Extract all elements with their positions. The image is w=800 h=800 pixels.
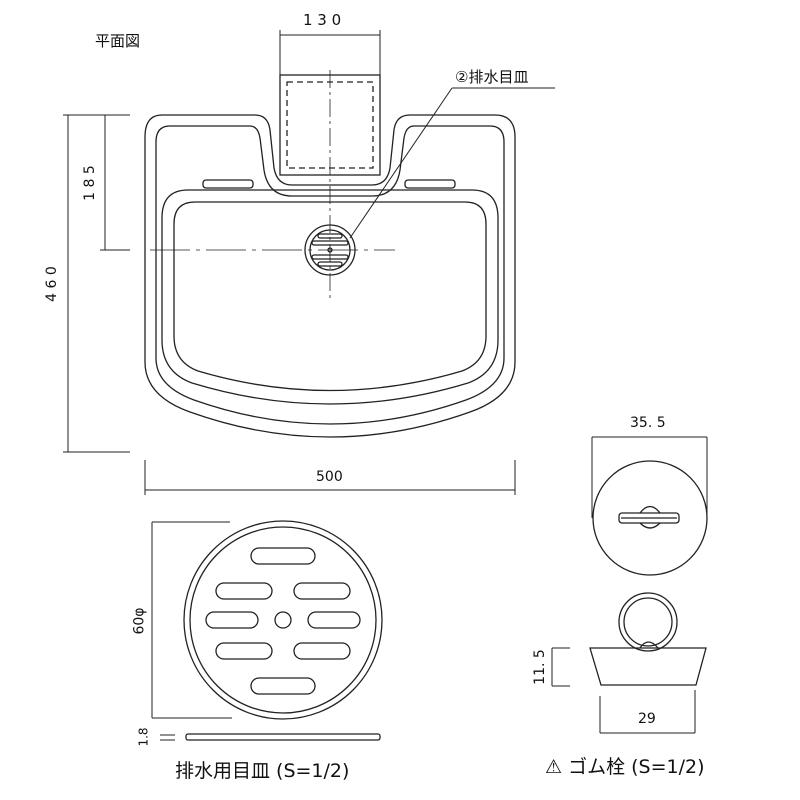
drain-strainer-callout: ②排水目皿 (455, 68, 529, 86)
dim-strainer-diameter: 60φ (131, 607, 148, 635)
dim-drain-offset: 1 8 5 (81, 165, 98, 201)
dim-stopper-height: 11. 5 (531, 649, 548, 685)
callout-leader (349, 87, 453, 239)
dim-stopper-bottom: 29 (638, 711, 656, 727)
basin-inner-rim (155, 125, 505, 425)
dim-width: 500 (316, 469, 343, 485)
overflow-slot-left (202, 179, 254, 189)
stopper-caption: ⚠ ゴム栓 (S=1/2) (545, 756, 705, 778)
dim-depth: 4 6 0 (43, 266, 60, 302)
strainer-side-view (185, 733, 381, 741)
strainer-caption: 排水用目皿 (S=1/2) (175, 760, 350, 782)
plan-title: 平面図 (95, 32, 141, 50)
dim-faucet-width: 1 3 0 (303, 11, 342, 29)
basin-plan (144, 70, 555, 438)
plan-dimensions (63, 30, 516, 495)
basin-outer-rim (144, 114, 516, 438)
drain-strainer-plan (304, 224, 356, 276)
dim-strainer-thickness: 1.8 (136, 727, 151, 747)
bowl-inner (173, 201, 487, 392)
dim-stopper-top: 35. 5 (630, 415, 666, 431)
overflow-slot-right (404, 179, 456, 189)
strainer-detail (151, 520, 383, 741)
rubber-stopper-detail (551, 436, 708, 734)
bowl-outer (161, 189, 499, 405)
